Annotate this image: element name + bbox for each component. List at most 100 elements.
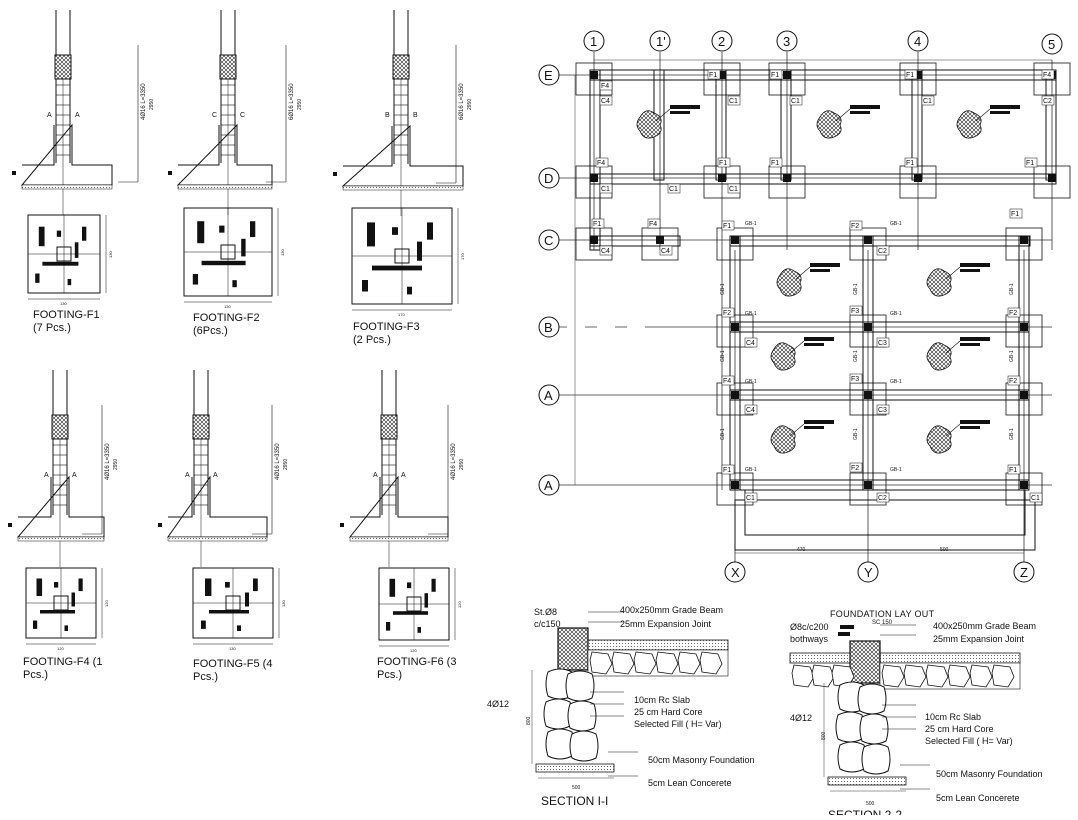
column-tag-box <box>727 95 741 106</box>
grade-beam-tag: GB-1 <box>1009 350 1015 362</box>
axis-bubble-label: Y <box>864 565 873 580</box>
axis-bubble-circle <box>907 30 929 52</box>
axis-bubble-label: A <box>544 478 553 493</box>
slab-label-bar <box>804 337 834 341</box>
column-axis-bubble-6: 5 <box>1041 33 1063 55</box>
footing-tag-label: F2 <box>851 465 859 472</box>
axis-bubble-circle <box>649 30 671 52</box>
section-mark: C <box>212 112 217 119</box>
masonry-stone <box>861 743 891 775</box>
plan-rebar <box>386 622 391 631</box>
section-mark: A <box>185 472 190 479</box>
column-tag-label: C1 <box>923 98 932 105</box>
plan-column-dot <box>590 236 598 244</box>
footing-f4-qty: Pcs.) <box>23 669 49 681</box>
plan-footing-box <box>716 472 754 506</box>
hard-core-stone <box>903 664 927 688</box>
plan-rebar <box>201 620 206 629</box>
rebar-label: 6Ø16 L=3350 <box>289 83 295 120</box>
plan-rebar <box>417 241 422 261</box>
plan-footing-box <box>768 62 806 96</box>
slab-label-bar <box>804 426 824 429</box>
footing-tag: F1 <box>717 157 731 168</box>
plan-rebar <box>33 620 38 629</box>
sec2-spacing: bothways <box>790 634 829 644</box>
axis-bubble-circle <box>538 316 560 338</box>
plan-column-dot <box>1020 481 1028 489</box>
footing-tag-box <box>849 373 863 384</box>
plan-column <box>56 246 72 262</box>
grade-beam-tag: GB-1 <box>745 221 757 227</box>
axis-bubble-circle <box>538 64 560 86</box>
slab-leader <box>945 340 961 354</box>
footing-tag: F1 <box>1007 464 1021 475</box>
sec1-spacing: c/c150 <box>534 619 561 629</box>
slab-hatch-blob <box>776 268 802 297</box>
column-tag-box <box>1029 492 1043 503</box>
axis-bubble-circle <box>538 167 560 189</box>
slab-section-marker <box>816 105 880 139</box>
plan-column-dot <box>731 481 739 489</box>
foundation-plan <box>555 52 1071 565</box>
slab-hatch-blob <box>926 268 952 297</box>
plan-footing-box <box>716 314 754 348</box>
footing-tag: F1 <box>1024 157 1038 168</box>
sec2-note-3: 25 cm Hard Core <box>925 724 994 734</box>
section-mark: A <box>47 112 52 119</box>
column-tag-label: C3 <box>878 340 887 347</box>
slab-leader <box>789 423 805 437</box>
footing-tag-label: F1 <box>1009 467 1017 474</box>
masonry-stone <box>567 700 597 732</box>
hard-core-stone <box>811 664 835 688</box>
footing-tag-box <box>904 157 918 168</box>
plan-column-dot <box>783 174 791 182</box>
footing-tag-box <box>849 462 863 473</box>
footing-label-f6: FOOTING-F6 (3 Pcs.) <box>377 656 456 682</box>
sec2-stirrup: Ø8c/c200 <box>790 622 829 632</box>
footing-label-f5: FOOTING-F5 (4 Pcs.) <box>193 658 272 684</box>
grade-beam-tag: GB-1 <box>745 311 757 317</box>
column-tag-box <box>876 245 890 256</box>
plan-rebar <box>392 227 398 235</box>
column-tag: C1 <box>789 95 803 106</box>
row-axis-bubble-1: E <box>538 64 560 86</box>
plan-rebar <box>367 222 375 247</box>
plan-dim-width: 130 <box>224 304 231 309</box>
column-tag-box <box>667 183 681 194</box>
footing-tag-box <box>1007 307 1021 318</box>
plan-rebar <box>82 226 87 241</box>
rc-slab <box>789 652 851 664</box>
plan-footing-box <box>849 382 887 416</box>
masonry-stone <box>859 713 889 745</box>
column-tag: C2 <box>876 492 890 503</box>
footing-f1-name: FOOTING-F1 <box>33 309 100 321</box>
plan-rebar <box>64 625 68 631</box>
plan-footing-box <box>716 382 754 416</box>
plan-rebar <box>427 222 433 240</box>
plan-rebar <box>197 221 205 244</box>
plan-rebar <box>424 593 428 608</box>
slab-section-marker <box>926 420 990 454</box>
column-cap-hatch <box>192 414 210 440</box>
section-mark: A <box>44 472 49 479</box>
plan-rebar <box>78 578 83 592</box>
column-tag-label: C2 <box>878 495 887 502</box>
plan-dim-width: 120 <box>57 646 64 651</box>
column-tag: C4 <box>659 245 673 256</box>
section-mark: A <box>373 472 378 479</box>
sec1-note-0: 400x250mm Grade Beam <box>620 605 724 615</box>
level-marker <box>340 523 344 527</box>
plan-dim-text: 500 <box>940 547 949 553</box>
section-1-width: 500 <box>572 785 581 791</box>
plan-column-dot <box>783 71 791 79</box>
column-tag: C4 <box>599 95 613 106</box>
footing-tag-box <box>721 375 735 386</box>
column-cap-hatch <box>392 54 410 80</box>
footing-tag-box <box>721 220 735 231</box>
footing-tag-box <box>1007 464 1021 475</box>
column-tag: C1 <box>727 95 741 106</box>
